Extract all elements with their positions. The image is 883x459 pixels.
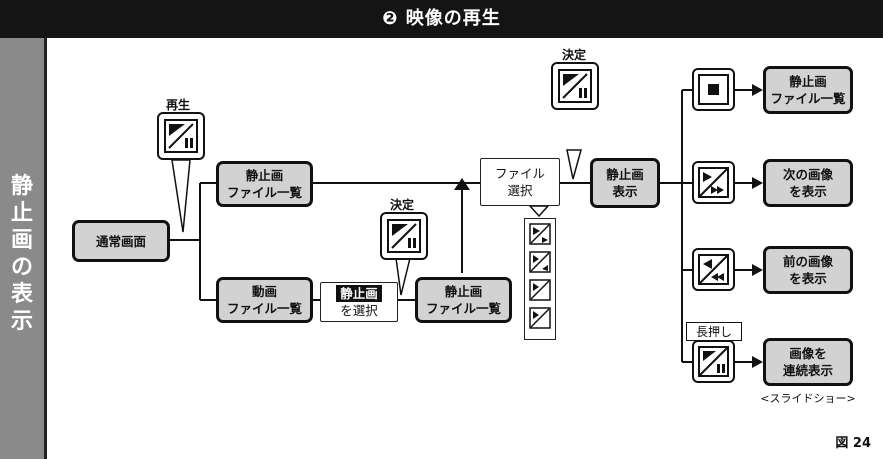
side-char: 示 xyxy=(10,309,33,334)
step-icons xyxy=(529,223,551,329)
play-pause-icon xyxy=(558,69,592,103)
box-label: 次の画像 xyxy=(782,167,833,182)
decide-label-1: 決定 xyxy=(389,198,414,212)
side-char: 静 xyxy=(10,174,33,199)
header-bar: ❷ 映像の再生 xyxy=(0,0,883,38)
box-label: 静止画 xyxy=(789,74,827,89)
play-pause-button[interactable] xyxy=(551,62,599,110)
prev-button[interactable] xyxy=(692,248,735,291)
side-char: の xyxy=(10,255,33,280)
play-pause-icon xyxy=(387,219,421,253)
section-title: ❷ 映像の再生 xyxy=(382,8,501,29)
box-label: ファイル一覧 xyxy=(226,301,302,316)
play-pause-button[interactable] xyxy=(157,112,205,160)
file-select-icon-column xyxy=(524,218,556,340)
box-label-highlight: 静止画 xyxy=(336,285,382,302)
box-label: 通常画面 xyxy=(95,233,146,249)
continuous-show-box: 画像を 連続表示 xyxy=(763,338,853,386)
box-label: ファイル一覧 xyxy=(226,185,302,200)
box-label: 静止画 xyxy=(606,167,644,182)
select-still-box: 静止画 を選択 xyxy=(320,282,398,322)
stop-icon xyxy=(698,74,729,105)
side-label: 静 止 画 の 表 示 xyxy=(0,173,44,335)
stop-button[interactable] xyxy=(692,68,735,111)
box-label: を表示 xyxy=(789,184,827,199)
box-label: 連続表示 xyxy=(782,363,833,378)
right-still-list-box: 静止画 ファイル一覧 xyxy=(763,66,853,114)
next-button[interactable] xyxy=(692,161,735,204)
decide-label-2: 決定 xyxy=(561,48,586,62)
side-char: 画 xyxy=(10,228,33,253)
box-label: を表示 xyxy=(789,271,827,286)
play-pause-button[interactable] xyxy=(380,212,428,260)
still-list-mid-box: 静止画 ファイル一覧 xyxy=(415,277,512,323)
box-label: 画像を xyxy=(789,346,827,361)
box-label: 静止画 xyxy=(245,168,284,183)
next-icon xyxy=(698,167,729,198)
still-list-top-box: 静止画 ファイル一覧 xyxy=(216,161,313,207)
slideshow-label: <スライドショー> xyxy=(760,392,856,405)
movie-list-box: 動画 ファイル一覧 xyxy=(216,277,313,323)
box-label: ファイル一覧 xyxy=(425,301,501,316)
side-char: 止 xyxy=(10,201,33,226)
side-bar: 静 止 画 の 表 示 xyxy=(0,38,47,459)
box-label: 表示 xyxy=(612,184,638,199)
play-label: 再生 xyxy=(165,98,190,112)
box-label: 前の画像 xyxy=(782,254,833,269)
box-label: 選択 xyxy=(507,183,533,198)
box-label: ファイル一覧 xyxy=(770,91,846,106)
play-pause-icon xyxy=(698,346,729,377)
box-label: 静止画 xyxy=(444,284,483,299)
box-label: を選択 xyxy=(340,303,378,318)
normal-screen-box: 通常画面 xyxy=(72,220,170,262)
play-pause-long-button[interactable] xyxy=(692,340,735,383)
prev-image-box: 前の画像 を表示 xyxy=(763,246,853,294)
side-char: 表 xyxy=(10,282,33,307)
play-pause-icon xyxy=(164,119,198,153)
next-image-box: 次の画像 を表示 xyxy=(763,159,853,207)
long-press-label: 長押し xyxy=(686,322,742,341)
file-select-box: ファイル 選択 xyxy=(480,158,560,206)
prev-icon xyxy=(698,254,729,285)
figure-number: 図 24 xyxy=(835,436,871,451)
box-label: 動画 xyxy=(251,284,277,299)
box-label: ファイル xyxy=(494,166,545,181)
still-show-box: 静止画 表示 xyxy=(590,158,660,208)
